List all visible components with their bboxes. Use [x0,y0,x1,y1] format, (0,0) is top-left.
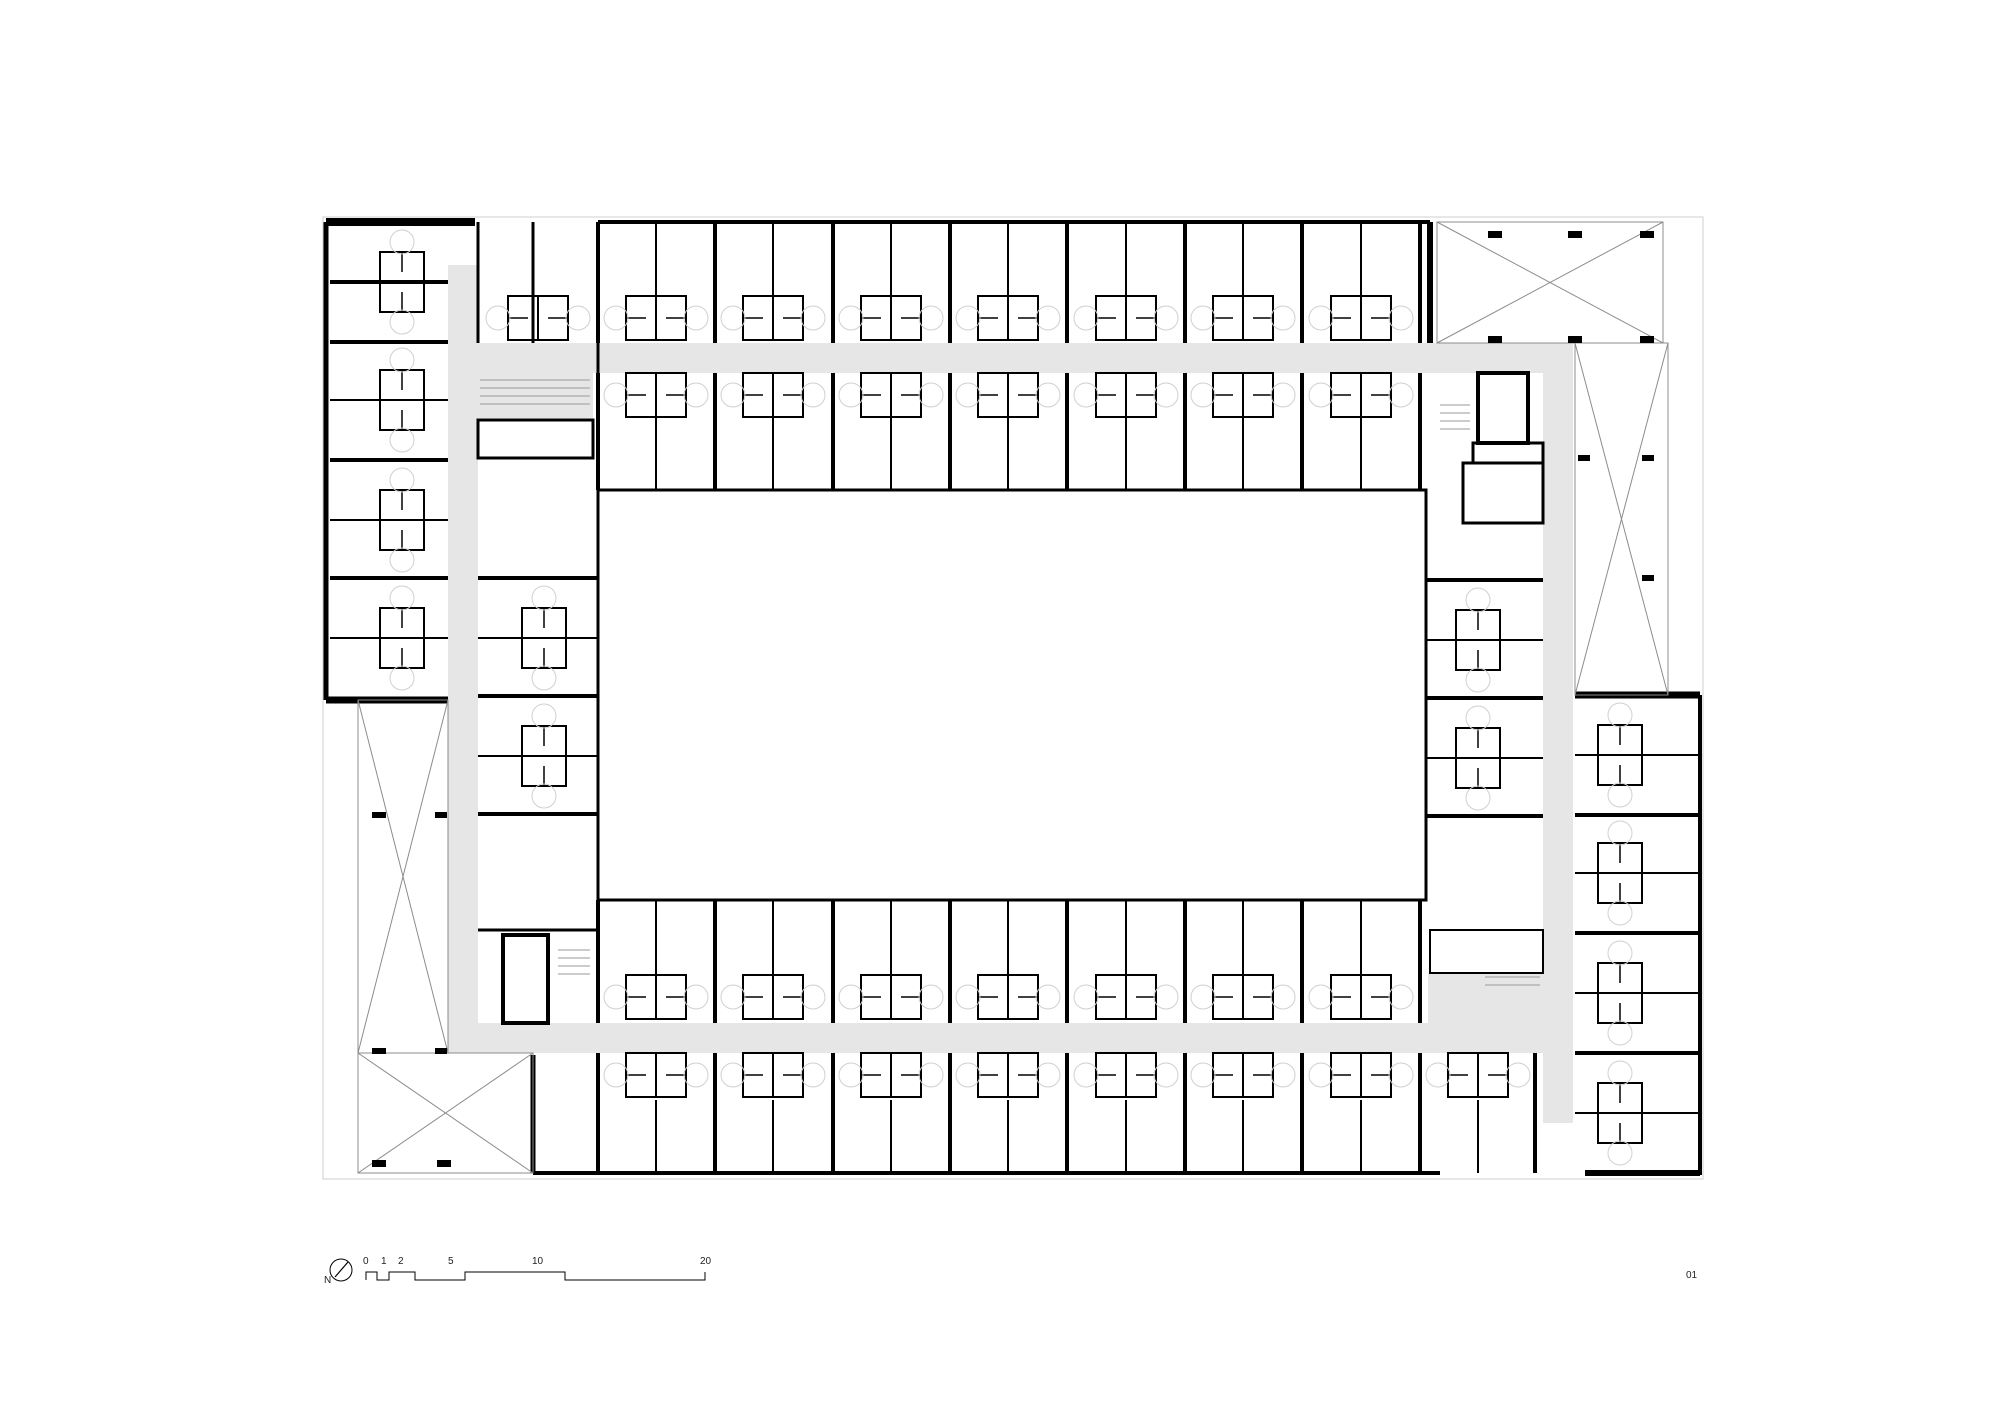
scale-tick-5: 5 [448,1256,454,1267]
north-arrow-icon [329,1258,353,1282]
columns [372,231,1654,1167]
stair-treads [480,379,1540,986]
scale-tick-1: 1 [381,1256,387,1267]
scale-tick-0: 0 [363,1256,369,1267]
right-wing-units [1424,490,1700,1114]
scale-bar: N 0 1 2 5 10 20 [324,1256,712,1286]
scale-tick-10: 10 [532,1256,544,1267]
courtyard [596,488,1428,902]
cores [476,371,1545,1025]
top-wing-units [476,222,1422,490]
bottom-wing-units [596,900,1537,1173]
site-outline [322,216,1704,1180]
scale-tick-20: 20 [700,1256,712,1267]
sheet-number: 01 [1686,1270,1698,1281]
north-arrow-label: N [324,1275,331,1286]
scale-tick-2: 2 [398,1256,404,1267]
